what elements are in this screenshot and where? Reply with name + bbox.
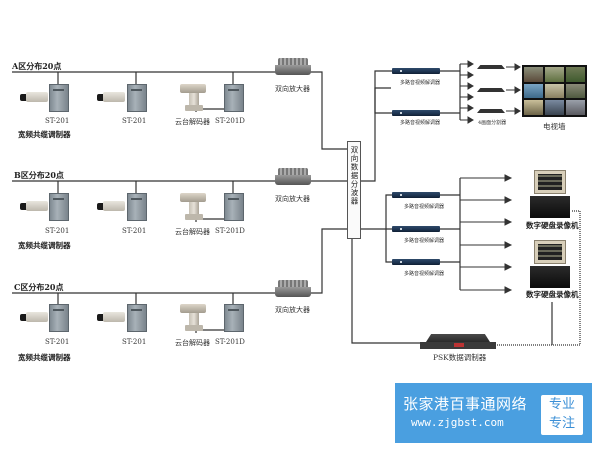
device-label: ST-201D — [215, 227, 245, 235]
lower-arrows — [460, 174, 513, 294]
device-label: 云台解码器 — [175, 339, 210, 347]
dvr-icon — [530, 170, 570, 218]
psk-label: PSK数据调制器 — [433, 353, 487, 362]
zone-title: B区分布20点 — [14, 170, 64, 180]
dvr-label: 数字硬盘录像机 — [526, 290, 579, 299]
psk-modulator-icon — [420, 334, 496, 350]
device-label: ST-201 — [45, 117, 70, 125]
camera-icon — [97, 310, 127, 324]
data-splitter: 双向数据分波器 — [347, 141, 361, 239]
camera-icon — [97, 199, 127, 213]
quad-splitter-icon — [477, 88, 505, 92]
demodulator-label: 多路音视频解调器 — [404, 238, 445, 244]
amplifier-label: 双向放大器 — [275, 85, 310, 93]
brand-tag-line2: 专注 — [548, 416, 575, 431]
modulator-label: 宽频共缆调制器 — [18, 130, 71, 139]
modulator-icon — [224, 84, 244, 112]
amplifier-label: 双向放大器 — [275, 195, 310, 203]
brand-banner[interactable]: 张家港百事通网络 www.zjgbst.com 专业 专注 — [395, 383, 592, 443]
device-label: ST-201 — [122, 117, 147, 125]
ptz-camera-icon — [180, 84, 210, 114]
camera-icon — [20, 90, 50, 104]
device-label: ST-201 — [45, 227, 70, 235]
quad-splitter-label: 4画面分割器 — [478, 120, 507, 126]
device-label: ST-201 — [45, 338, 70, 346]
quad-splitter-icon — [477, 109, 505, 113]
amplifier-icon — [275, 168, 311, 186]
wire-a-to-splitter — [318, 71, 347, 150]
zone-title: A区分布20点 — [12, 61, 62, 71]
device-label: ST-201 — [122, 338, 147, 346]
amplifier-icon — [275, 58, 311, 76]
device-label: 云台解码器 — [175, 118, 210, 126]
brand-name: 张家港百事通网络 — [403, 395, 528, 413]
device-label: ST-201 — [122, 227, 147, 235]
splitter-label: 双向数据分波器 — [350, 146, 359, 206]
tv-wall-label: 电视墙 — [543, 122, 566, 131]
camera-icon — [97, 90, 127, 104]
demodulator-label: 多路音视频解调器 — [404, 271, 445, 277]
brand-url[interactable]: www.zjgbst.com — [411, 416, 504, 429]
modulator-label: 宽频共缆调制器 — [18, 353, 71, 362]
demodulator-icon — [392, 192, 440, 198]
demodulator-icon — [392, 110, 440, 116]
demodulator-icon — [392, 68, 440, 74]
wire-c-to-splitter — [318, 228, 347, 294]
amplifier-label: 双向放大器 — [275, 306, 310, 314]
demodulator-label: 多路音视频解调器 — [400, 120, 441, 126]
camera-icon — [20, 199, 50, 213]
quad-splitter-icon — [477, 65, 505, 69]
modulator-icon — [49, 84, 69, 112]
demodulator-icon — [392, 259, 440, 265]
modulator-label: 宽频共缆调制器 — [18, 241, 71, 250]
brand-tag-line1: 专业 — [548, 397, 575, 412]
modulator-icon — [49, 193, 69, 221]
modulator-icon — [127, 304, 147, 332]
brand-tag: 专业 专注 — [541, 395, 583, 435]
demodulator-icon — [392, 226, 440, 232]
device-label: ST-201D — [215, 117, 245, 125]
device-label: 云台解码器 — [175, 228, 210, 236]
modulator-icon — [224, 193, 244, 221]
amplifier-icon — [275, 280, 311, 298]
modulator-icon — [127, 84, 147, 112]
dvr-label: 数字硬盘录像机 — [526, 221, 579, 230]
tv-wall — [522, 65, 587, 117]
demodulator-label: 多路音视频解调器 — [404, 204, 445, 210]
modulator-icon — [127, 193, 147, 221]
modulator-icon — [49, 304, 69, 332]
ptz-camera-icon — [180, 193, 210, 223]
ptz-camera-icon — [180, 304, 210, 334]
dvr-icon — [530, 240, 570, 288]
modulator-icon — [224, 304, 244, 332]
zone-title: C区分布20点 — [14, 282, 64, 292]
demodulator-label: 多路音视频解调器 — [400, 80, 441, 86]
upper-arrows — [460, 60, 521, 124]
camera-icon — [20, 310, 50, 324]
device-label: ST-201D — [215, 338, 245, 346]
